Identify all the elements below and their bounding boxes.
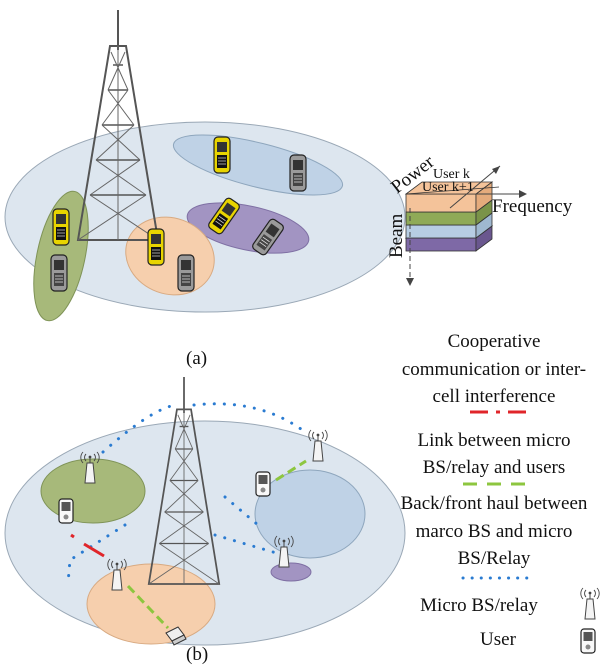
user-phone-icon xyxy=(289,154,307,192)
interference-link xyxy=(70,533,105,558)
user-device-icon xyxy=(255,471,271,497)
power-axis xyxy=(449,165,501,209)
user-phone-icon xyxy=(147,228,165,266)
user-phone-icon xyxy=(177,254,195,292)
legend-cooperative-line3: cell interference xyxy=(433,386,556,407)
user-device-icon xyxy=(58,498,74,524)
legend-micro-bs-icon xyxy=(580,587,600,620)
beam-axis-label: Beam xyxy=(386,213,407,258)
backhaul-links xyxy=(66,402,307,585)
frequency-axis-label: Frequency xyxy=(492,196,573,217)
legend-backhaul-line1: Back/front haul between xyxy=(401,493,588,514)
user-phone-icon xyxy=(50,254,68,292)
user-phone-icon xyxy=(52,208,70,246)
legend-backhaul-line3: BS/Relay xyxy=(458,548,531,569)
user-link xyxy=(126,584,170,630)
legend-user: User xyxy=(480,629,517,650)
micro-cell-blue xyxy=(254,469,366,559)
user-phone-icon xyxy=(213,136,231,174)
legend-backhaul-line2: marco BS and micro xyxy=(416,521,573,542)
caption-b: (b) xyxy=(186,644,208,665)
layer-user-k1-label: User k+1 xyxy=(422,180,474,195)
legend: Cooperative communication or inter- cell… xyxy=(401,331,600,654)
figure-a: Power Frequency Beam User k User k+1 (a) xyxy=(4,9,573,369)
legend-user-icon xyxy=(580,628,596,654)
caption-a: (a) xyxy=(186,348,207,369)
legend-micro-bs: Micro BS/relay xyxy=(420,595,538,616)
laptop-icon xyxy=(165,626,187,646)
resource-block xyxy=(404,181,500,252)
micro-cell-purple xyxy=(270,562,312,582)
legend-cooperative-line2: communication or inter- xyxy=(402,359,586,380)
user-link xyxy=(275,459,307,482)
legend-link-line1: Link between micro xyxy=(417,430,570,451)
legend-link-line2: BS/relay and users xyxy=(423,457,565,478)
micro-cell-orange xyxy=(86,563,216,645)
figure-b: (b) xyxy=(4,376,406,665)
layer-user-k-label: User k xyxy=(433,167,470,182)
legend-cooperative-line1: Cooperative xyxy=(448,331,541,352)
